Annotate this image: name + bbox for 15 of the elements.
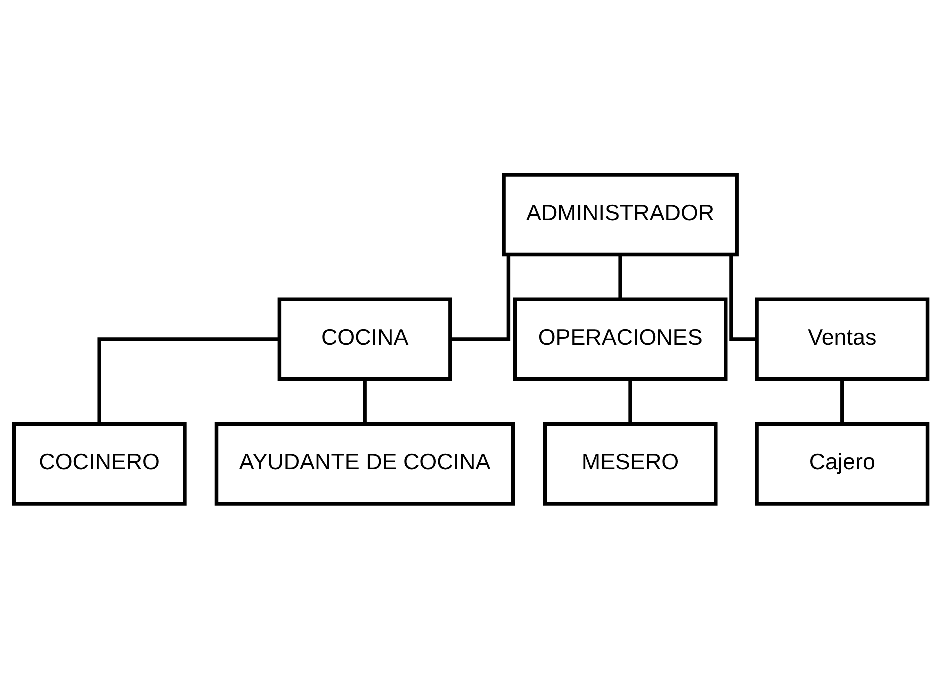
connector — [618, 254, 622, 299]
connector — [362, 379, 366, 424]
node-box: COCINA — [277, 297, 452, 381]
node-box: AYUDANTE DE COCINA — [214, 422, 515, 506]
connector — [840, 379, 844, 424]
node-box: Cajero — [754, 422, 930, 506]
connector — [450, 254, 510, 341]
connector — [97, 337, 280, 424]
connector — [628, 379, 632, 424]
node-box: OPERACIONES — [512, 297, 728, 381]
connector — [729, 254, 756, 341]
node-box: ADMINISTRADOR — [502, 172, 738, 256]
node-box: COCINERO — [12, 422, 186, 506]
node-box: MESERO — [542, 422, 718, 506]
node-box: Ventas — [754, 297, 930, 381]
